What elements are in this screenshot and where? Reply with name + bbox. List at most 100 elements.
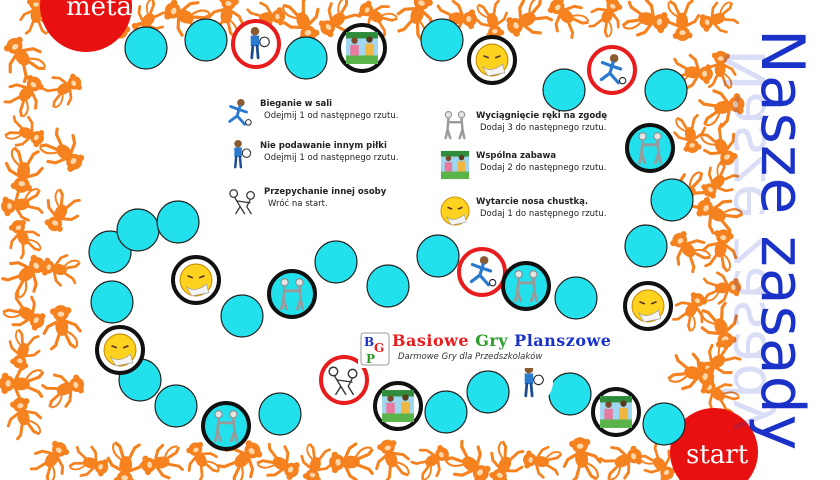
monkey-decoration [671, 113, 710, 157]
board-field [314, 240, 358, 284]
board-title: Nasze zasady [747, 2, 817, 478]
board-field [90, 280, 134, 324]
monkey-decoration [519, 442, 563, 480]
board-field [591, 387, 641, 437]
monkey-decoration [1, 327, 45, 374]
pushing-figures-icon [229, 189, 255, 215]
board-field [466, 370, 510, 414]
legend-title: Wytarcie nosa chustką. [476, 197, 589, 207]
board-field [116, 208, 160, 252]
board-field [650, 178, 694, 222]
logo-word-1: Basiowe [392, 331, 470, 350]
legend-title: Bieganie w sali [260, 99, 333, 109]
monkey-decoration [39, 365, 91, 413]
board-title-text: Nasze zasady [747, 28, 817, 452]
monkey-decoration [661, 222, 715, 277]
svg-text:G: G [374, 341, 384, 355]
board-field [644, 68, 688, 112]
board-field [124, 26, 168, 70]
start-label: start [686, 440, 749, 470]
board-field [201, 401, 251, 451]
monkey-decoration [25, 432, 79, 480]
monkey-decoration [663, 0, 701, 43]
legend-desc: Dodaj 2 do następnego rzutu. [480, 163, 607, 173]
board-field [337, 23, 387, 73]
monkey-decoration [0, 392, 46, 442]
board-field [424, 390, 468, 434]
board-field [548, 372, 592, 416]
board-field [154, 384, 198, 428]
legend-desc: Wróć na start. [268, 199, 328, 209]
legend-desc: Odejmij 1 od następnego rzutu. [264, 111, 399, 121]
handshake-figures-icon [444, 110, 466, 140]
meta-label: meta [66, 0, 132, 22]
board-field [95, 325, 145, 375]
legend-item-sneezing: Wytarcie nosa chustką. Dodaj 1 do następn… [440, 196, 606, 226]
board-field [416, 234, 460, 278]
board-field [457, 247, 507, 297]
board-field [319, 355, 369, 405]
monkey-decoration [137, 440, 186, 480]
monkey-decoration [327, 442, 374, 480]
board-field [284, 36, 328, 80]
legend-desc: Odejmij 1 od następnego rzutu. [264, 153, 399, 163]
board-field [373, 381, 423, 431]
board-field [267, 269, 317, 319]
svg-text:P: P [366, 352, 375, 366]
monkey-decoration [0, 183, 45, 226]
board-field [501, 261, 551, 311]
sneezing-face-icon [440, 196, 470, 226]
monkey-decoration [34, 122, 94, 182]
legend-desc: Dodaj 3 do następnego rzutu. [480, 123, 607, 133]
monkey-decoration [37, 249, 82, 290]
monkey-decoration [559, 434, 604, 480]
logo-title: Basiowe Gry Planszowe [392, 331, 611, 350]
legend-title: Wyciągnięcie ręki na zgodę [476, 111, 608, 121]
monkey-decoration [0, 213, 46, 262]
board-field [171, 255, 221, 305]
monkey-decoration [368, 434, 415, 480]
board-field [420, 18, 464, 62]
board-field [184, 18, 228, 62]
board-field [623, 281, 673, 331]
running-boy-icon [228, 98, 253, 127]
monkey-decoration [667, 284, 716, 335]
monkey-decoration [253, 437, 308, 480]
board-field [366, 264, 410, 308]
board-field [220, 294, 264, 338]
monkey-decoration [2, 110, 51, 156]
monkey-decoration [66, 440, 115, 480]
monkey-decoration [498, 0, 556, 47]
start-field [670, 408, 758, 480]
board-field [642, 402, 686, 446]
monkey-decoration [538, 0, 594, 44]
monkey-decoration [620, 0, 674, 43]
board-field [542, 68, 586, 112]
logo-word-2: Gry [475, 331, 509, 350]
meta-field [40, 0, 132, 52]
logo-word-3: Planszowe [514, 331, 612, 350]
monkey-decoration [0, 28, 51, 87]
monkey-decoration [0, 363, 45, 405]
legend-title: Przepychanie innej osoby [264, 187, 387, 197]
board-field [624, 224, 668, 268]
board-field [258, 392, 302, 436]
board-field [587, 45, 637, 95]
monkey-decoration [583, 0, 631, 41]
monkey-decoration [39, 65, 89, 113]
svg-text:B: B [364, 335, 374, 349]
children-playing-icon [440, 150, 470, 180]
legend-desc: Dodaj 1 do następnego rzutu. [480, 209, 607, 219]
bgp-badge-icon: B G P [360, 332, 390, 366]
legend-title: Nie podawanie innym piłki [260, 141, 387, 151]
legend-title: Wspólna zabawa [476, 151, 557, 161]
publisher-logo: B G P Basiowe Gry Planszowe Darmowe Gry … [358, 330, 618, 368]
logo-subtitle: Darmowe Gry dla Przedszkolaków [398, 352, 543, 362]
board-field [156, 200, 200, 244]
